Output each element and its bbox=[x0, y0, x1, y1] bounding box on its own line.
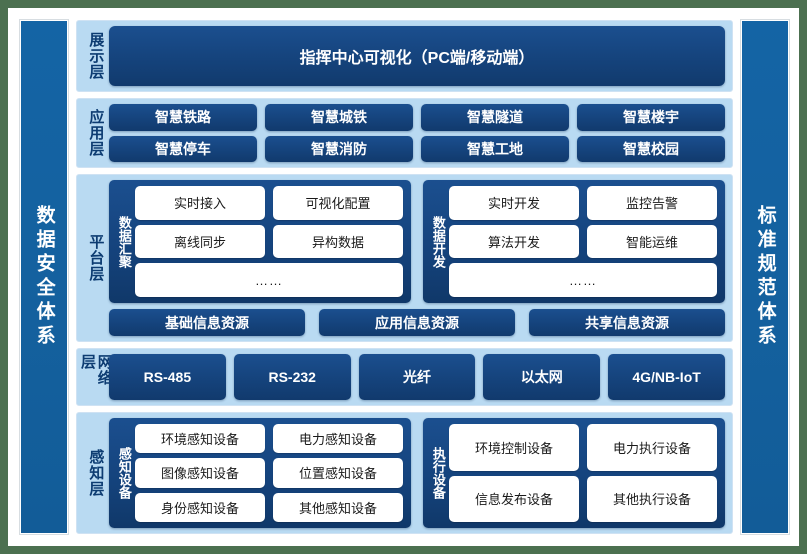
sidebar-right-standards-system: 标准规范体系 bbox=[741, 20, 789, 534]
group-data-aggregation: 数据汇聚 实时接入 可视化配置 离线同步 异构数据 …… bbox=[109, 180, 411, 303]
aggregation-row-3: …… bbox=[135, 263, 403, 298]
chip-identity-sensing-device[interactable]: 身份感知设备 bbox=[135, 492, 265, 522]
network-row: RS-485 RS-232 光纤 以太网 4G/NB-IoT bbox=[109, 354, 725, 400]
group-data-development-label: 数据开发 bbox=[430, 215, 446, 268]
chip-development-ellipsis[interactable]: …… bbox=[449, 263, 717, 298]
chip-heterogeneous-data[interactable]: 异构数据 bbox=[273, 224, 403, 259]
chip-intelligent-operations[interactable]: 智能运维 bbox=[587, 224, 717, 259]
chip-visual-configuration[interactable]: 可视化配置 bbox=[273, 186, 403, 220]
app-item-smart-railway[interactable]: 智慧铁路 bbox=[109, 104, 257, 131]
chip-environment-control-device[interactable]: 环境控制设备 bbox=[449, 424, 579, 471]
chip-other-sensing-device[interactable]: 其他感知设备 bbox=[273, 492, 403, 522]
chip-information-release-device[interactable]: 信息发布设备 bbox=[449, 475, 579, 522]
chip-offline-sync[interactable]: 离线同步 bbox=[135, 224, 265, 259]
layer-perception-body: 感知设备 环境感知设备 电力感知设备 图像感知设备 位置感知设备 bbox=[109, 418, 725, 528]
network-item-ethernet[interactable]: 以太网 bbox=[483, 354, 601, 400]
sensing-row-3: 身份感知设备 其他感知设备 bbox=[135, 492, 403, 522]
chip-location-sensing-device[interactable]: 位置感知设备 bbox=[273, 458, 403, 488]
layer-application-label: 应用层 bbox=[87, 109, 105, 157]
chip-monitoring-alarm[interactable]: 监控告警 bbox=[587, 186, 717, 220]
development-row-1: 实时开发 监控告警 bbox=[449, 186, 717, 220]
group-actuator-devices-label: 执行设备 bbox=[430, 447, 446, 499]
sidebar-left-data-security: 数据安全体系 bbox=[20, 20, 68, 534]
development-row-3: …… bbox=[449, 263, 717, 298]
group-data-development: 数据开发 实时开发 监控告警 算法开发 智能运维 …… bbox=[423, 180, 725, 303]
application-row-2: 智慧停车 智慧消防 智慧工地 智慧校园 bbox=[109, 135, 725, 162]
chip-power-actuator-device[interactable]: 电力执行设备 bbox=[587, 424, 717, 471]
layer-presentation: 展示层 指挥中心可视化（PC端/移动端） bbox=[76, 20, 733, 92]
aggregation-row-1: 实时接入 可视化配置 bbox=[135, 186, 403, 220]
chip-environment-sensing-device[interactable]: 环境感知设备 bbox=[135, 424, 265, 454]
group-sensing-devices: 感知设备 环境感知设备 电力感知设备 图像感知设备 位置感知设备 bbox=[109, 418, 411, 528]
app-item-smart-campus[interactable]: 智慧校园 bbox=[577, 135, 725, 162]
network-item-4g-nbiot[interactable]: 4G/NB-IoT bbox=[608, 354, 725, 400]
layer-application-body: 智慧铁路 智慧城铁 智慧隧道 智慧楼宇 智慧停车 智慧消防 智慧工地 智慧校园 bbox=[109, 104, 725, 162]
app-item-smart-building[interactable]: 智慧楼宇 bbox=[577, 104, 725, 131]
layer-platform-label: 平台层 bbox=[87, 234, 105, 282]
sensing-row-1: 环境感知设备 电力感知设备 bbox=[135, 424, 403, 454]
group-data-aggregation-label: 数据汇聚 bbox=[116, 215, 132, 268]
network-item-rs232[interactable]: RS-232 bbox=[233, 354, 351, 400]
network-item-rs485[interactable]: RS-485 bbox=[109, 354, 226, 400]
layer-network-body: RS-485 RS-232 光纤 以太网 4G/NB-IoT bbox=[109, 354, 725, 400]
actuator-row-1: 环境控制设备 电力执行设备 bbox=[449, 424, 717, 471]
chip-aggregation-ellipsis[interactable]: …… bbox=[135, 263, 403, 298]
group-data-aggregation-grid: 实时接入 可视化配置 离线同步 异构数据 …… bbox=[135, 186, 403, 298]
layer-presentation-label: 展示层 bbox=[87, 32, 105, 80]
layer-perception: 感知层 感知设备 环境感知设备 电力感知设备 图像感知设备 位置感知设备 bbox=[76, 412, 733, 534]
chip-realtime-development[interactable]: 实时开发 bbox=[449, 186, 579, 220]
layer-network-label: 网络层 bbox=[79, 354, 113, 386]
group-sensing-devices-grid: 环境感知设备 电力感知设备 图像感知设备 位置感知设备 身份感知设备 其他感知设… bbox=[135, 424, 403, 522]
group-actuator-devices: 执行设备 环境控制设备 电力执行设备 信息发布设备 其他执行设备 bbox=[423, 418, 725, 528]
chip-other-actuator-device[interactable]: 其他执行设备 bbox=[587, 475, 717, 522]
chip-power-sensing-device[interactable]: 电力感知设备 bbox=[273, 424, 403, 454]
layer-perception-label: 感知层 bbox=[87, 449, 105, 497]
platform-resource-row: 基础信息资源 应用信息资源 共享信息资源 bbox=[109, 308, 725, 336]
chip-realtime-access[interactable]: 实时接入 bbox=[135, 186, 265, 220]
group-data-development-grid: 实时开发 监控告警 算法开发 智能运维 …… bbox=[449, 186, 717, 298]
chip-image-sensing-device[interactable]: 图像感知设备 bbox=[135, 458, 265, 488]
layer-network: 网络层 RS-485 RS-232 光纤 以太网 4G/NB-IoT bbox=[76, 348, 733, 406]
layer-platform-body: 数据汇聚 实时接入 可视化配置 离线同步 异构数据 …… bbox=[109, 180, 725, 336]
resource-shared-information[interactable]: 共享信息资源 bbox=[529, 309, 725, 336]
layer-application: 应用层 智慧铁路 智慧城铁 智慧隧道 智慧楼宇 智慧停车 智慧消防 智慧工地 智… bbox=[76, 98, 733, 168]
development-row-2: 算法开发 智能运维 bbox=[449, 224, 717, 259]
group-actuator-devices-grid: 环境控制设备 电力执行设备 信息发布设备 其他执行设备 bbox=[449, 424, 717, 522]
app-item-smart-parking[interactable]: 智慧停车 bbox=[109, 135, 257, 162]
perception-groups: 感知设备 环境感知设备 电力感知设备 图像感知设备 位置感知设备 bbox=[109, 418, 725, 528]
application-row-1: 智慧铁路 智慧城铁 智慧隧道 智慧楼宇 bbox=[109, 104, 725, 131]
architecture-diagram: 数据安全体系 展示层 指挥中心可视化（PC端/移动端） 应用层 智慧铁路 智慧城… bbox=[8, 8, 799, 546]
platform-groups: 数据汇聚 实时接入 可视化配置 离线同步 异构数据 …… bbox=[109, 180, 725, 303]
aggregation-row-2: 离线同步 异构数据 bbox=[135, 224, 403, 259]
sensing-row-2: 图像感知设备 位置感知设备 bbox=[135, 458, 403, 488]
app-item-smart-firefighting[interactable]: 智慧消防 bbox=[265, 135, 413, 162]
chip-algorithm-development[interactable]: 算法开发 bbox=[449, 224, 579, 259]
layer-stack: 展示层 指挥中心可视化（PC端/移动端） 应用层 智慧铁路 智慧城铁 智慧隧道 … bbox=[76, 20, 733, 534]
network-item-fiber[interactable]: 光纤 bbox=[358, 354, 476, 400]
app-item-smart-construction-site[interactable]: 智慧工地 bbox=[421, 135, 569, 162]
app-item-smart-urban-rail[interactable]: 智慧城铁 bbox=[265, 104, 413, 131]
layer-presentation-body: 指挥中心可视化（PC端/移动端） bbox=[109, 26, 725, 86]
actuator-row-2: 信息发布设备 其他执行设备 bbox=[449, 475, 717, 522]
resource-application-information[interactable]: 应用信息资源 bbox=[319, 309, 515, 336]
app-item-smart-tunnel[interactable]: 智慧隧道 bbox=[421, 104, 569, 131]
command-center-visualization-pill[interactable]: 指挥中心可视化（PC端/移动端） bbox=[109, 26, 725, 86]
layer-platform: 平台层 数据汇聚 实时接入 可视化配置 离线同步 异构数据 bbox=[76, 174, 733, 342]
resource-basic-information[interactable]: 基础信息资源 bbox=[109, 309, 305, 336]
group-sensing-devices-label: 感知设备 bbox=[116, 447, 132, 499]
